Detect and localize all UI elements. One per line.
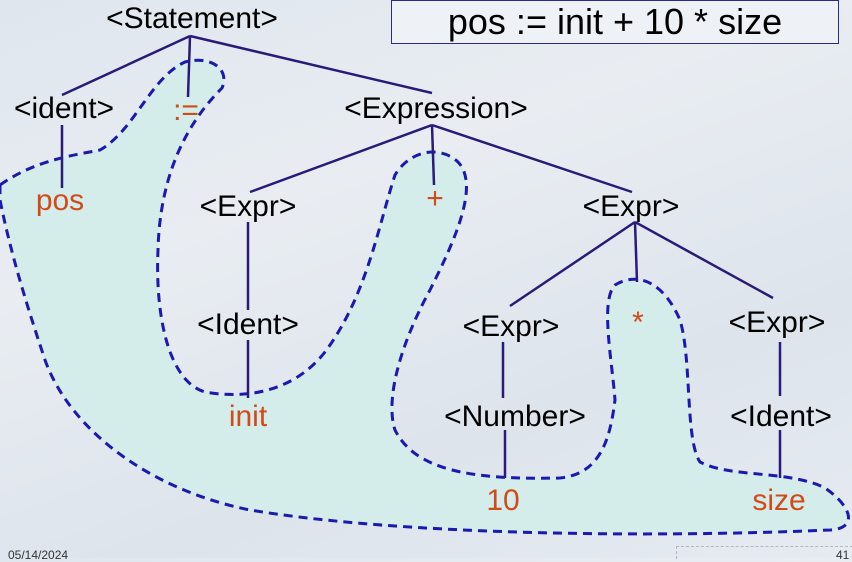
node-expr-left: <Expr> xyxy=(200,190,297,223)
footer-placeholder xyxy=(676,546,852,559)
tree-nodes: <Statement> <ident> := <Expression> pos … xyxy=(14,2,832,517)
node-plus: + xyxy=(426,182,444,215)
terminal-region xyxy=(0,58,850,536)
edge-exprright-expr10 xyxy=(509,220,636,308)
node-init: init xyxy=(229,400,268,433)
edge-exprright-times xyxy=(633,221,639,283)
node-statement: <Statement> xyxy=(106,2,278,35)
node-ident-size: <Ident> xyxy=(730,400,832,433)
edge-statement-assign xyxy=(186,35,192,98)
edge-expression-plus xyxy=(430,124,436,186)
node-ten: 10 xyxy=(486,484,519,517)
edge-expression-exprleft xyxy=(249,123,433,194)
tree-edges xyxy=(60,34,782,478)
node-assign: := xyxy=(173,94,199,127)
node-expr-right: <Expr> xyxy=(583,190,680,223)
footer-date: 05/14/2024 xyxy=(8,548,69,562)
node-size: size xyxy=(752,484,805,517)
footer-page-number: 41 xyxy=(836,548,850,562)
slide-title: pos := init + 10 * size xyxy=(447,1,783,42)
edge-exprright-exprsize xyxy=(634,220,774,300)
title-box: pos := init + 10 * size xyxy=(391,0,839,44)
node-pos: pos xyxy=(36,184,84,217)
node-times: * xyxy=(632,306,644,339)
node-expression: <Expression> xyxy=(344,92,527,125)
edge-statement-expression xyxy=(189,34,433,95)
node-ident: <ident> xyxy=(14,92,114,125)
edge-expression-exprright xyxy=(431,123,633,194)
node-ident-init: <Ident> xyxy=(197,308,299,341)
node-expr-size: <Expr> xyxy=(729,306,826,339)
node-expr-10: <Expr> xyxy=(463,310,560,343)
edge-statement-ident xyxy=(61,34,191,97)
node-number: <Number> xyxy=(444,400,586,433)
